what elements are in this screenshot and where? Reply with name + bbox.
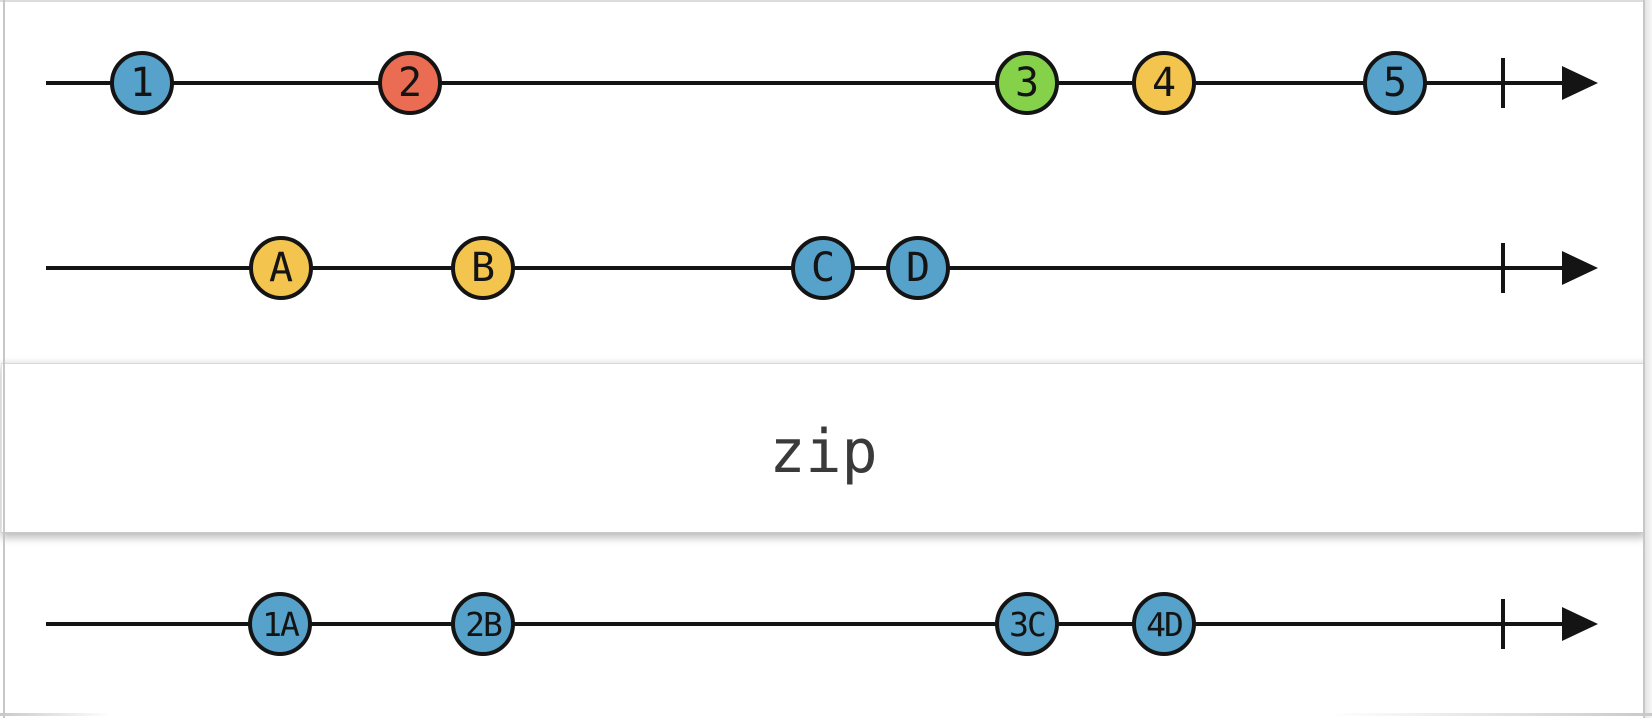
page-right-gutter (1645, 0, 1652, 718)
source-1-arrow-head-icon (1562, 66, 1598, 100)
source-2-arrow-head-icon (1562, 251, 1598, 285)
output-marble-4D: 4D (1132, 592, 1196, 656)
source-1-axis-line (46, 81, 1564, 85)
card-bottom-border-left (0, 713, 110, 716)
source-2-marble-C[interactable]: C (791, 236, 855, 300)
source-1-marble-1[interactable]: 1 (110, 51, 174, 115)
card-left-border (3, 0, 5, 718)
output-marble-2B: 2B (451, 592, 515, 656)
source-2-marble-B[interactable]: B (451, 236, 515, 300)
operator-box: zip (1, 363, 1646, 533)
output-marble-1A: 1A (248, 592, 312, 656)
source-2-marble-D[interactable]: D (886, 236, 950, 300)
output-complete-tick (1501, 599, 1505, 649)
card-bottom-border-right (1330, 713, 1652, 716)
source-1-marble-3[interactable]: 3 (995, 51, 1059, 115)
source-2-marble-A[interactable]: A (249, 236, 313, 300)
source-1-marble-2[interactable]: 2 (378, 51, 442, 115)
source-1-complete-tick[interactable] (1501, 58, 1505, 108)
output-axis-line (46, 622, 1564, 626)
source-1-marble-5[interactable]: 5 (1363, 51, 1427, 115)
source-2-complete-tick[interactable] (1501, 243, 1505, 293)
card-right-border (1643, 0, 1645, 718)
source-1-marble-4[interactable]: 4 (1132, 51, 1196, 115)
output-marble-3C: 3C (995, 592, 1059, 656)
operator-label: zip (769, 417, 878, 487)
card-top-border (0, 0, 1652, 2)
output-arrow-head-icon (1562, 607, 1598, 641)
